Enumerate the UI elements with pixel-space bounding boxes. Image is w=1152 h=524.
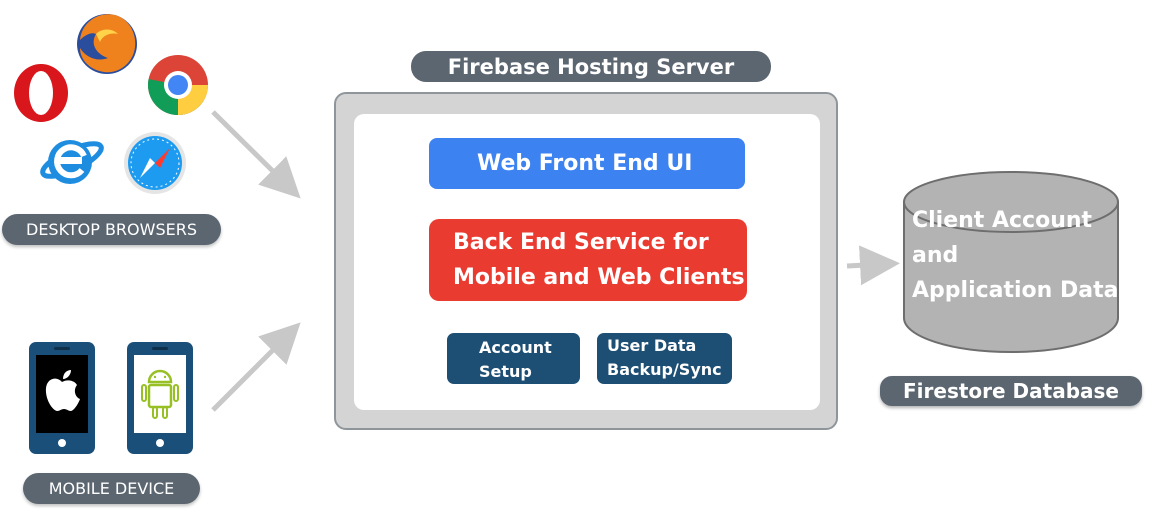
backend-line-2: Mobile and Web Clients [453, 265, 745, 290]
account-line-1: Account [479, 338, 552, 357]
userdata-line-2: Backup/Sync [607, 360, 722, 379]
server-title: Firebase Hosting Server [411, 51, 771, 82]
chrome-icon [146, 53, 210, 117]
backend-line-1: Back End Service for [453, 230, 709, 255]
arrow-server-to-database [846, 245, 900, 286]
mobile-device-label: MOBILE DEVICE [23, 473, 200, 504]
opera-icon [12, 62, 70, 124]
web-front-end-block: Web Front End UI [429, 138, 745, 189]
desktop-browsers-label: DESKTOP BROWSERS [2, 214, 221, 245]
user-data-backup-block: User Data Backup/Sync [597, 333, 732, 384]
back-end-service-block: Back End Service for Mobile and Web Clie… [429, 219, 747, 301]
apple-phone-icon [29, 342, 95, 454]
safari-icon [122, 130, 188, 196]
database-line-3: Application Data [912, 278, 1119, 303]
account-line-2: Setup [479, 362, 532, 381]
database-text: Client Account and Application Data [912, 203, 1127, 308]
userdata-line-1: User Data [607, 336, 697, 355]
arrow-desktop-to-server [211, 110, 301, 199]
database-line-2: and [912, 243, 959, 268]
database-cylinder-icon [903, 171, 1119, 353]
database-line-1: Client Account [912, 208, 1093, 233]
firefox-icon [72, 8, 142, 78]
firestore-database-label: Firestore Database [880, 376, 1142, 406]
android-phone-icon [127, 342, 193, 454]
arrow-mobile-to-server [211, 322, 301, 412]
account-setup-block: Account Setup [447, 333, 580, 384]
ie-icon [38, 128, 106, 192]
